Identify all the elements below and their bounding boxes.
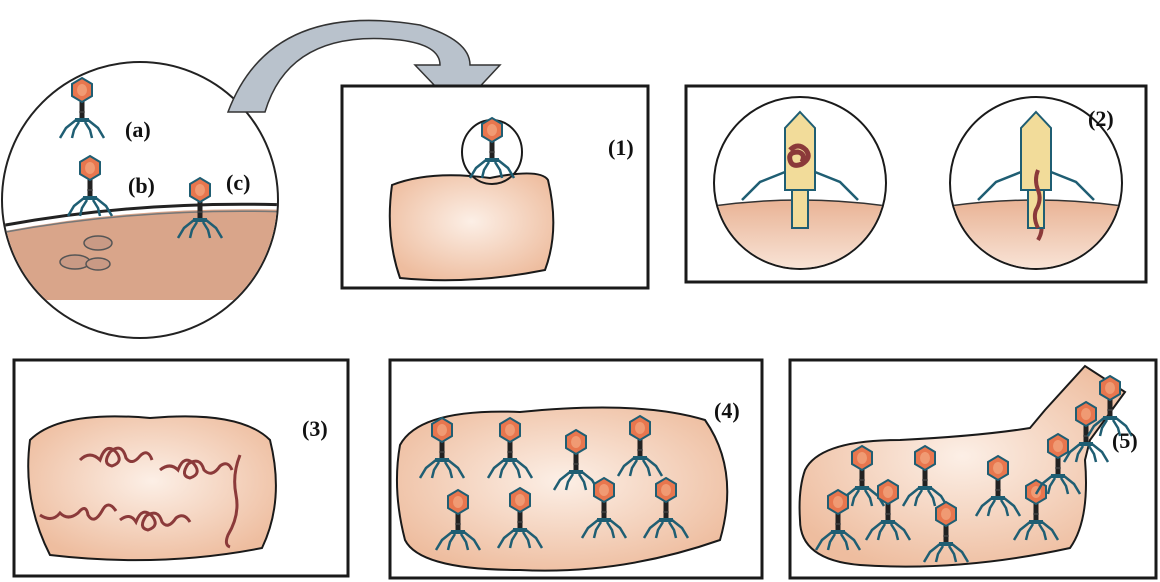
label-c: (c) (226, 170, 250, 195)
label-b: (b) (128, 173, 155, 198)
label-step2: (2) (1088, 106, 1114, 131)
label-step4: (4) (714, 398, 740, 423)
panel-1: (1) (342, 86, 648, 288)
label-step3: (3) (302, 416, 328, 441)
panel-5: (5) (790, 360, 1156, 578)
label-step1: (1) (608, 135, 634, 160)
panel-3: (3) (14, 360, 348, 576)
label-step5: (5) (1112, 428, 1138, 453)
panel-2: (2) (686, 86, 1146, 290)
panel-4: (4) (390, 360, 762, 578)
label-a: (a) (125, 117, 151, 142)
